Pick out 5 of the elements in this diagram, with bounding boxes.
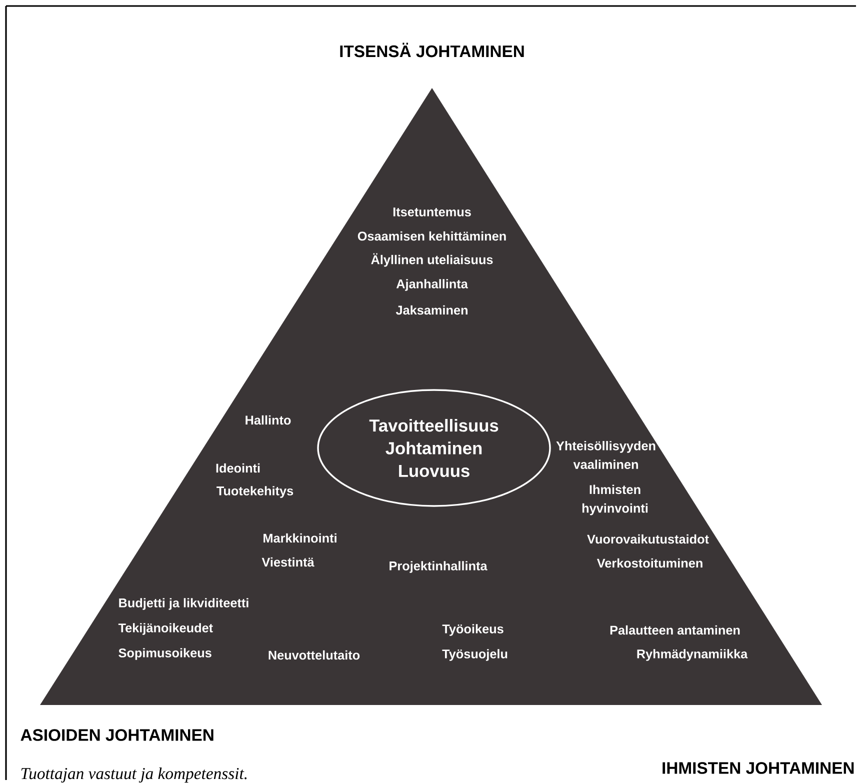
corner-heading: ASIOIDEN JOHTAMINEN <box>20 729 214 741</box>
corner-heading: ITSENSÄ JOHTAMINEN <box>340 42 524 58</box>
corner-heading: IHMISTEN JOHTAMINEN <box>662 762 854 774</box>
caption: Tuottajan vastuut ja kompetenssit. <box>21 767 247 783</box>
oval: Tavoitteellisuus Johtaminen Luovuus <box>317 389 551 507</box>
